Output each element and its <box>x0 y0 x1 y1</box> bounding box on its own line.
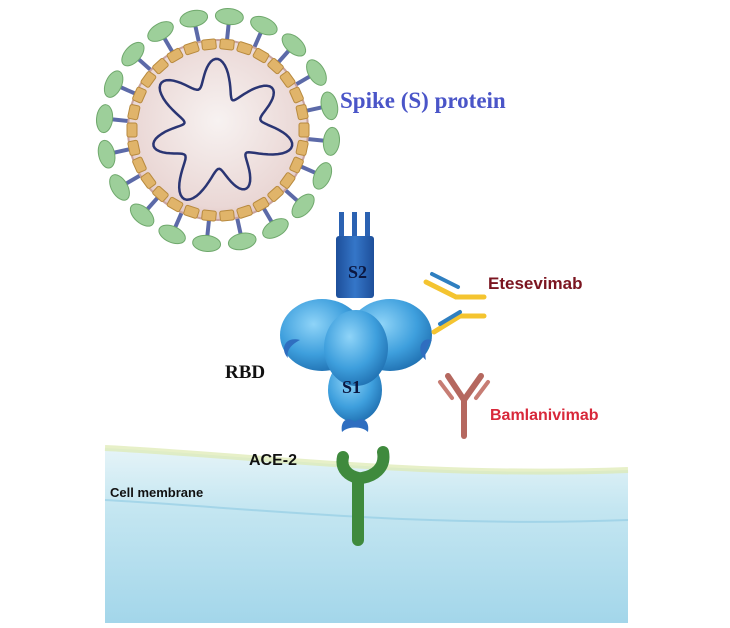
virus-spike-head <box>306 59 327 86</box>
virus-spike-head <box>192 234 222 253</box>
envelope-protein <box>126 122 138 138</box>
virus-spike-head <box>291 193 315 219</box>
virus-spike-head <box>179 9 209 28</box>
envelope-protein <box>267 185 284 202</box>
rbd-right <box>420 339 432 360</box>
etesevimab-label: Etesevimab <box>488 274 583 293</box>
envelope-protein <box>132 156 147 174</box>
etesevimab-antibody <box>423 272 487 335</box>
virus-spike-head <box>129 203 155 227</box>
envelope-protein <box>236 204 253 219</box>
envelope-protein <box>152 58 169 75</box>
s2-label: S2 <box>348 262 368 282</box>
ace2-receptor <box>336 446 390 546</box>
virus-spike-head <box>250 15 278 36</box>
rbd-bottom <box>341 419 369 432</box>
envelope-protein <box>152 185 169 202</box>
envelope-protein <box>279 172 296 189</box>
virus-spike-head <box>227 232 257 251</box>
envelope-protein <box>289 156 304 174</box>
envelope-protein <box>166 196 184 213</box>
envelope-protein <box>236 41 253 56</box>
virus-spike-head <box>214 7 244 26</box>
envelope-protein <box>219 38 235 51</box>
envelope-protein <box>295 104 309 121</box>
virus-spike-head <box>281 33 307 57</box>
bamlanivimab-label: Bamlanivimab <box>490 407 599 424</box>
virus-spike-head <box>312 162 333 190</box>
envelope-protein <box>252 47 270 64</box>
envelope-protein <box>219 209 235 222</box>
envelope-protein <box>252 196 270 213</box>
viral-rna <box>152 57 294 202</box>
cell-membrane-label: Cell membrane <box>110 485 204 500</box>
s2-stalk <box>336 212 374 298</box>
envelope-protein <box>132 86 147 104</box>
rbd-domains <box>284 339 432 432</box>
envelope-protein <box>183 204 200 219</box>
envelope-protein <box>289 86 304 104</box>
envelope-protein <box>279 71 296 88</box>
virus-spike-head <box>103 70 124 98</box>
s1-label: S1 <box>342 377 362 397</box>
envelope-protein <box>298 122 310 138</box>
envelope-protein <box>201 38 217 51</box>
virus-spike-head <box>97 139 116 169</box>
envelope-protein <box>127 139 141 156</box>
virus-spike-head <box>322 126 341 156</box>
envelope-protein <box>183 41 200 56</box>
spike-protein-label: Spike (S) protein <box>340 88 506 113</box>
s1-body <box>280 299 432 422</box>
rbd-label: RBD <box>225 362 266 383</box>
virus-particle <box>95 7 341 253</box>
envelope-protein <box>140 71 157 88</box>
envelope-protein <box>127 104 141 121</box>
envelope-protein <box>295 139 309 156</box>
ace2-label: ACE-2 <box>249 452 298 469</box>
virus-spike-head <box>147 21 174 42</box>
envelope-protein <box>140 172 157 189</box>
rbd-left <box>284 339 300 358</box>
virus-spike-head <box>109 174 130 201</box>
envelope-protein <box>201 209 217 222</box>
virus-spike-head <box>262 218 289 239</box>
virus-spike-head <box>320 91 339 121</box>
virus-spike-head <box>95 104 114 134</box>
envelope-protein <box>166 47 184 64</box>
virus-spike-head <box>158 224 186 245</box>
virus-spike-head <box>121 41 145 67</box>
envelope-protein <box>267 58 284 75</box>
bamlanivimab-antibody <box>438 373 490 439</box>
